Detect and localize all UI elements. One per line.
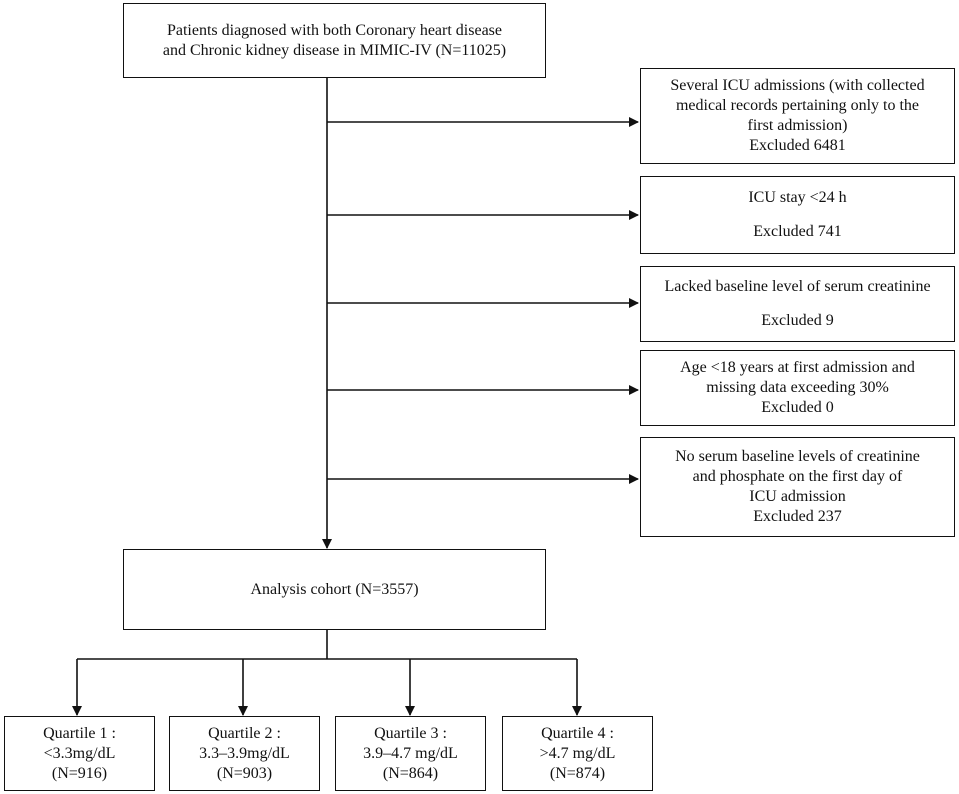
quartile-box-4: Quartile 4 : >4.7 mg/dL (N=874) (502, 716, 653, 791)
quartile-1-range: <3.3mg/dL (43, 744, 116, 762)
quartile-box-2: Quartile 2 : 3.3–3.9mg/dL (N=903) (169, 716, 320, 791)
quartile-1-title: Quartile 1 : (43, 724, 116, 742)
exclusion-1-line-3: first admission) (747, 117, 848, 134)
quartile-1-n: (N=916) (51, 764, 108, 782)
exclusion-5-line-2: and phosphate on the first day of (692, 468, 903, 485)
source-line-2: and Chronic kidney disease in MIMIC-IV (… (162, 41, 507, 59)
quartile-2-n: (N=903) (216, 764, 273, 782)
analysis-cohort-box: Analysis cohort (N=3557) (123, 549, 546, 630)
exclusion-box-4: Age <18 years at first admission and mis… (640, 350, 955, 426)
quartile-box-1: Quartile 1 : <3.3mg/dL (N=916) (4, 716, 155, 791)
analysis-cohort-label: Analysis cohort (N=3557) (250, 580, 419, 598)
quartile-3-n: (N=864) (382, 764, 439, 782)
exclusion-4-line-2: missing data exceeding 30% (706, 379, 889, 396)
quartile-3-range: 3.9–4.7 mg/dL (363, 744, 458, 762)
quartile-2-range: 3.3–3.9mg/dL (199, 744, 290, 762)
exclusion-2-line-1: ICU stay <24 h (748, 189, 847, 206)
exclusion-3-count: Excluded 9 (761, 312, 834, 329)
quartile-3-title: Quartile 3 : (374, 724, 447, 742)
exclusion-5-line-1: No serum baseline levels of creatinine (675, 448, 920, 465)
exclusion-box-3: Lacked baseline level of serum creatinin… (640, 266, 955, 342)
exclusion-3-line-1: Lacked baseline level of serum creatinin… (664, 278, 931, 295)
exclusion-4-count: Excluded 0 (761, 399, 834, 416)
source-population-box: Patients diagnosed with both Coronary he… (123, 3, 546, 78)
exclusion-5-line-3: ICU admission (749, 488, 846, 505)
quartile-4-title: Quartile 4 : (541, 724, 614, 742)
exclusion-1-line-2: medical records pertaining only to the (675, 97, 920, 114)
exclusion-box-1: Several ICU admissions (with collected m… (640, 68, 955, 164)
exclusion-4-line-1: Age <18 years at first admission and (680, 359, 915, 376)
quartile-4-n: (N=874) (549, 764, 606, 782)
exclusion-2-count: Excluded 741 (753, 223, 842, 240)
quartile-box-3: Quartile 3 : 3.9–4.7 mg/dL (N=864) (335, 716, 486, 791)
exclusion-1-line-1: Several ICU admissions (with collected (670, 77, 925, 94)
exclusion-5-count: Excluded 237 (753, 508, 842, 525)
exclusion-1-count: Excluded 6481 (749, 137, 846, 154)
source-line-1: Patients diagnosed with both Coronary he… (166, 21, 503, 39)
quartile-2-title: Quartile 2 : (208, 724, 281, 742)
exclusion-box-5: No serum baseline levels of creatinine a… (640, 437, 955, 537)
quartile-4-range: >4.7 mg/dL (539, 744, 616, 762)
exclusion-box-2: ICU stay <24 h Excluded 741 (640, 176, 955, 254)
